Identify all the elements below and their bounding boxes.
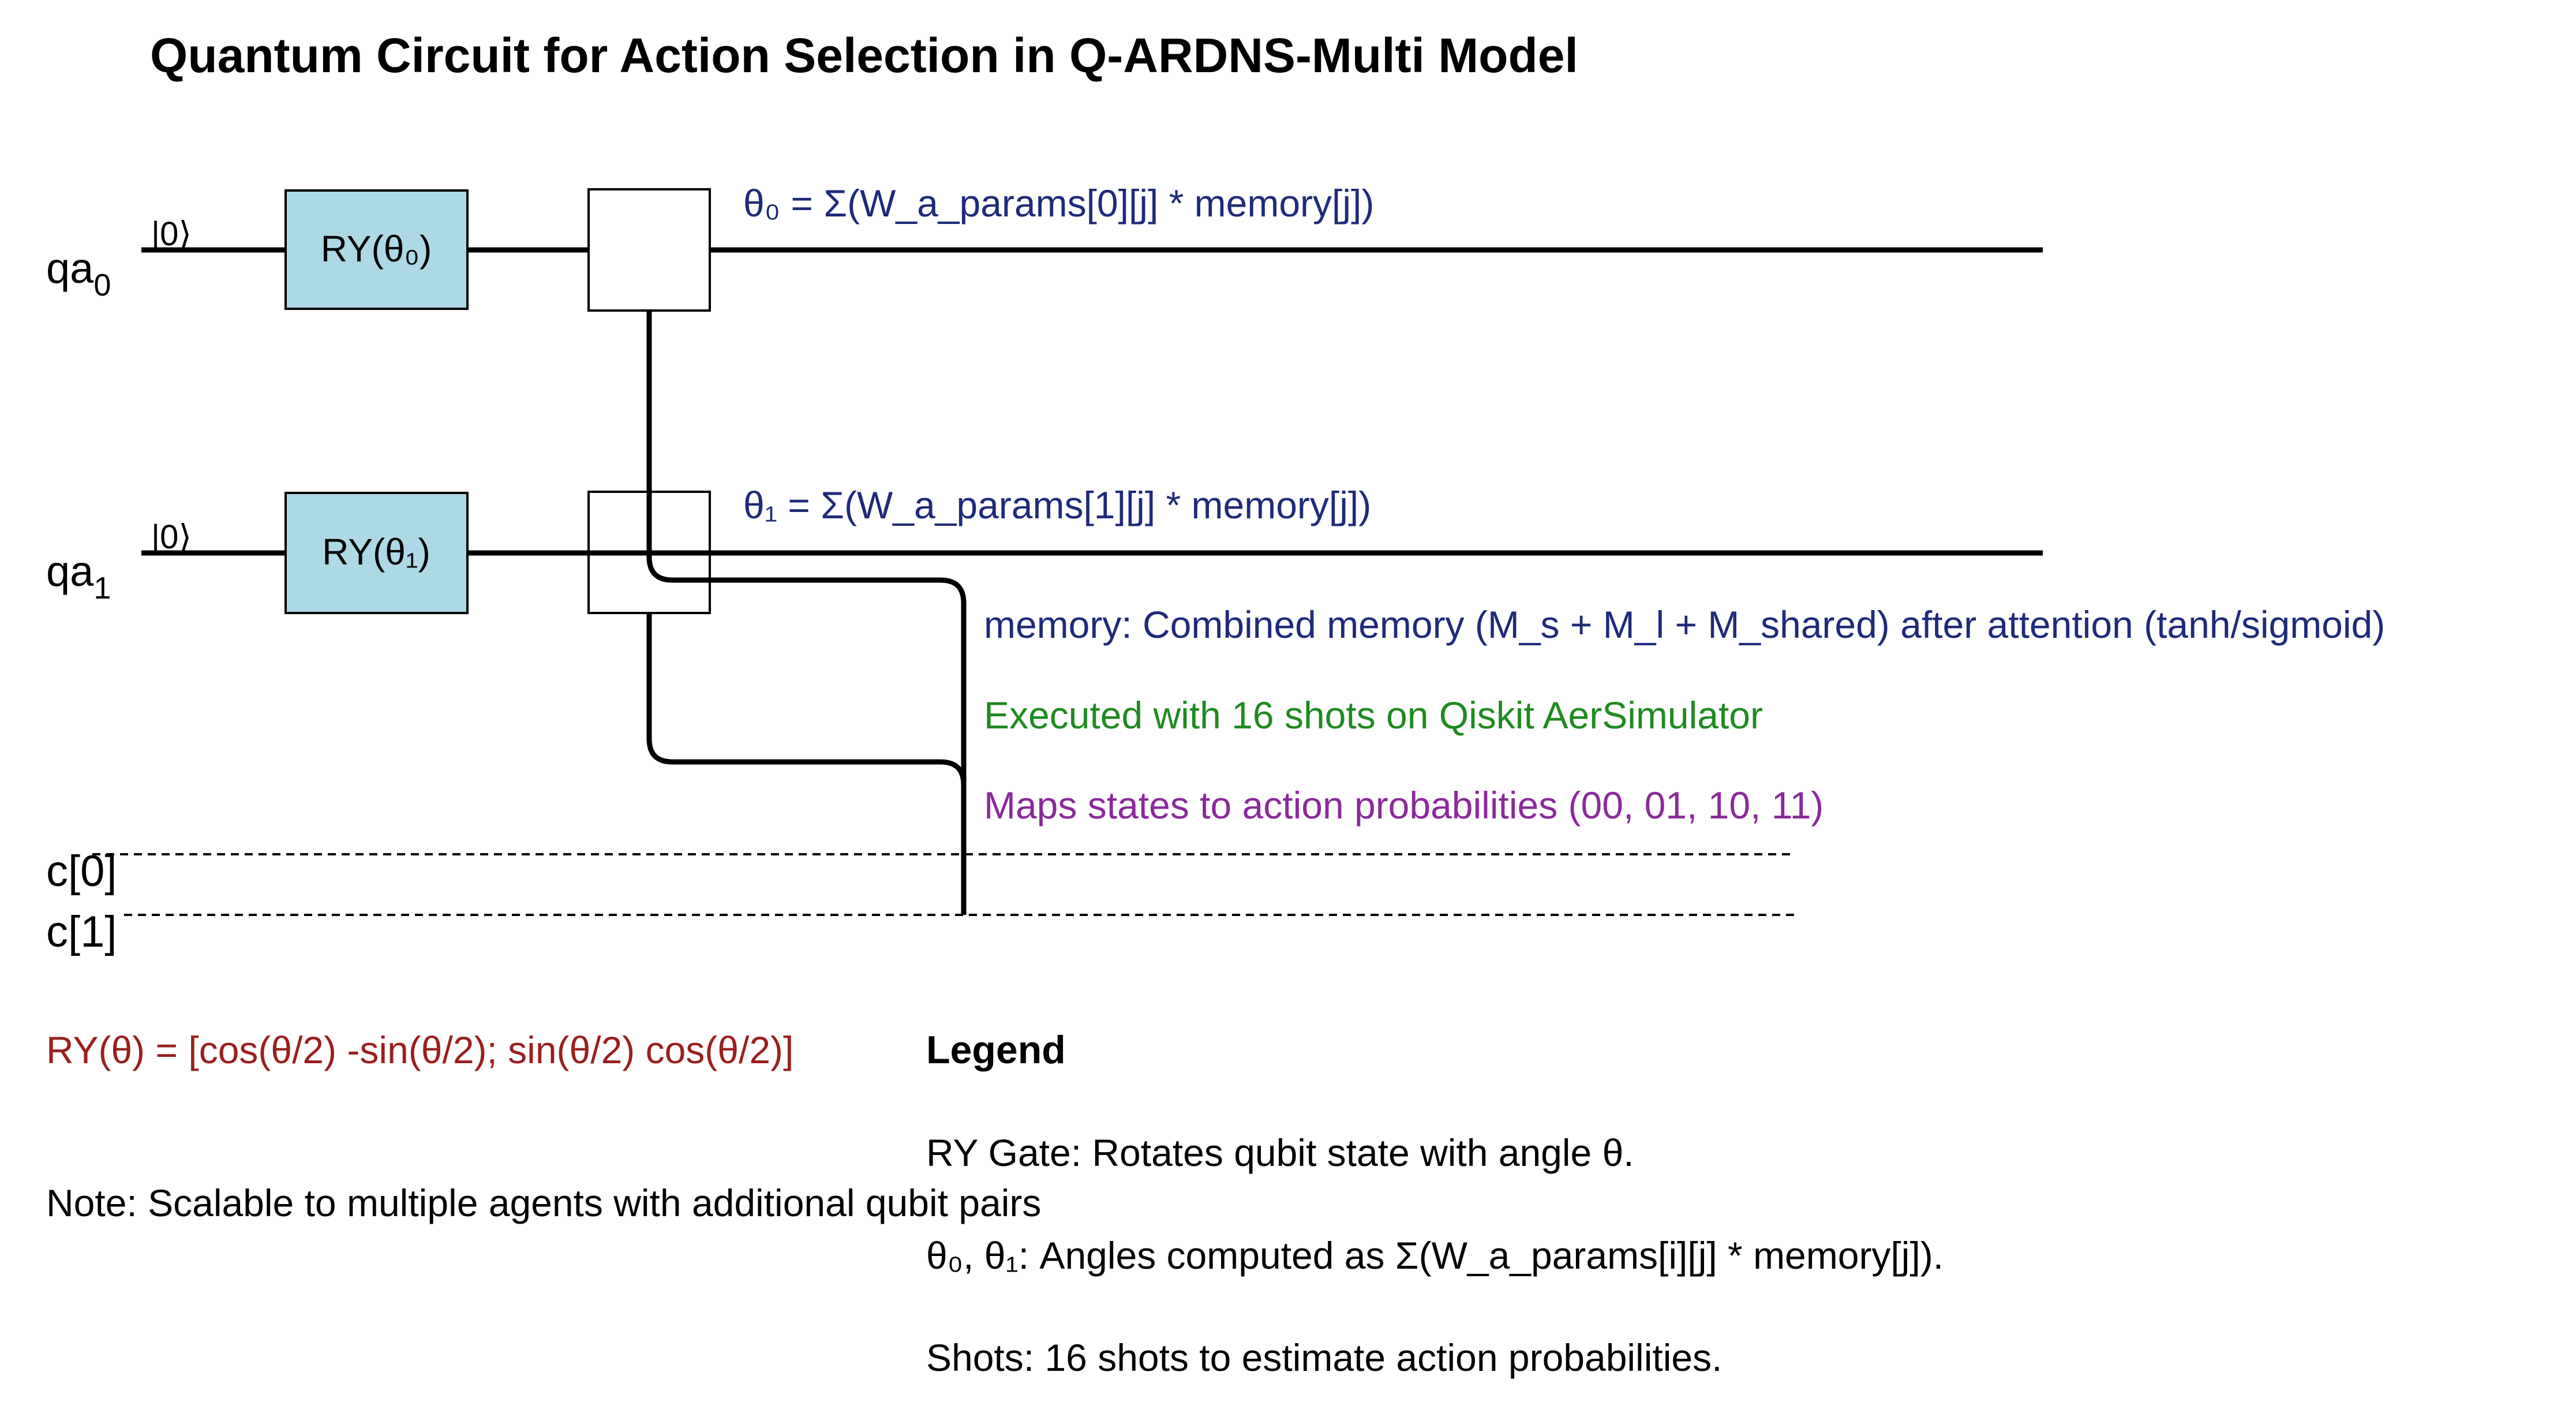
shots-annotation: Executed with 16 shots on Qiskit AerSimu… — [984, 694, 1763, 737]
legend-item-ry: RY Gate: Rotates qubit state with angle … — [926, 1131, 1634, 1174]
legend-item-angles: θ₀, θ₁: Angles computed as Σ(W_a_params[… — [926, 1234, 1944, 1277]
init-state-qa0: |0⟩ — [151, 215, 192, 253]
maps-annotation: Maps states to action probabilities (00,… — [984, 784, 1824, 827]
classical-label-c0: c[0] — [46, 847, 117, 896]
ry-matrix-definition: RY(θ) = [cos(θ/2) -sin(θ/2); sin(θ/2) co… — [46, 1029, 793, 1071]
legend-item-shots: Shots: 16 shots to estimate action proba… — [926, 1336, 1722, 1379]
theta1-formula: θ₁ = Σ(W_a_params[1][j] * memory[j]) — [743, 484, 1371, 526]
theta0-formula: θ₀ = Σ(W_a_params[0][j] * memory[j]) — [743, 182, 1374, 225]
legend-title: Legend — [926, 1028, 1066, 1072]
ry-gate-qa0-label: RY(θ₀) — [321, 228, 432, 270]
init-state-qa1: |0⟩ — [151, 518, 192, 556]
memory-annotation: memory: Combined memory (M_s + M_l + M_s… — [984, 603, 2385, 646]
qubit-label-qa1: qa1 — [46, 547, 111, 605]
ry-gate-qa1-label: RY(θ₁) — [322, 531, 430, 573]
ry-gate-qa0: RY(θ₀) — [284, 189, 469, 310]
classical-label-c1: c[1] — [46, 907, 117, 956]
measure-line-qa1 — [646, 612, 967, 915]
scalability-note: Note: Scalable to multiple agents with a… — [46, 1182, 1041, 1224]
measure-line-qa0 — [646, 309, 967, 915]
measure-box-qa0 — [587, 188, 711, 312]
qubit-label-qa0: qa0 — [46, 244, 111, 302]
diagram-title: Quantum Circuit for Action Selection in … — [150, 28, 1578, 83]
ry-gate-qa1: RY(θ₁) — [284, 492, 469, 614]
